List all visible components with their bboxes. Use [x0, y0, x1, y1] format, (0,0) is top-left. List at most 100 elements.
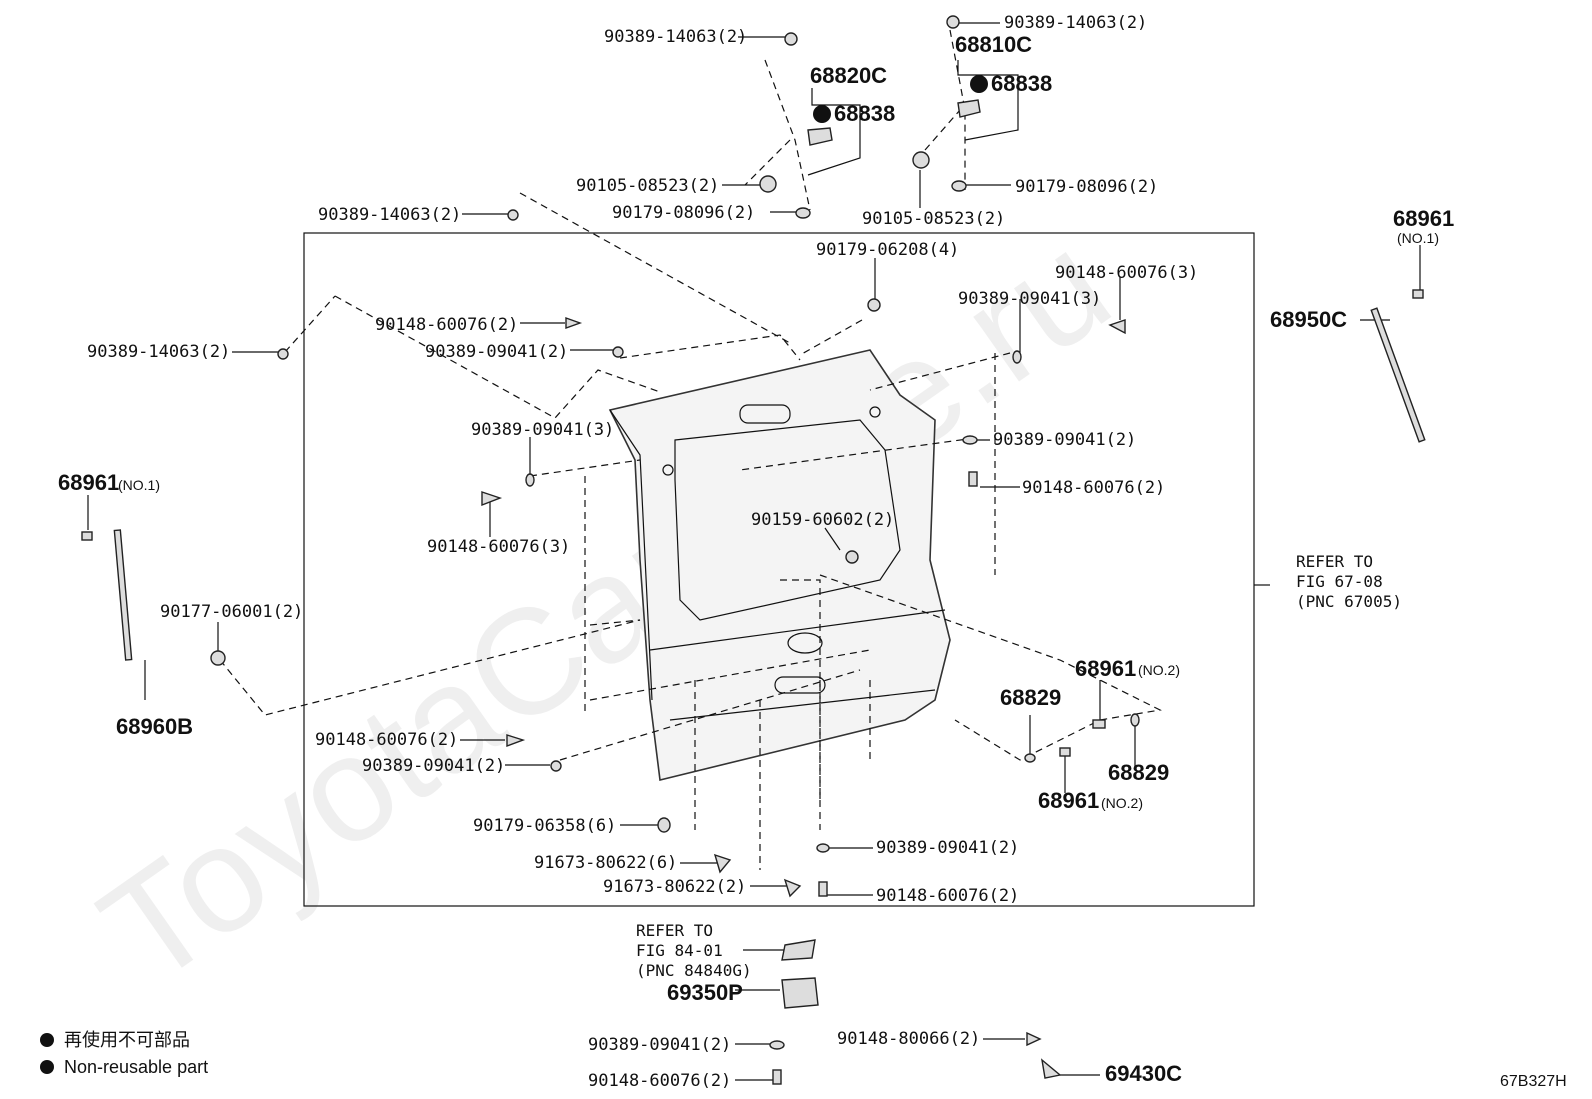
- legend-dot-icon: [40, 1033, 54, 1047]
- label-68960B: 68960B: [116, 714, 193, 739]
- label-90177-06001: 90177-06001(2): [160, 602, 303, 622]
- lock-assembly-icon: [781, 977, 819, 1009]
- refer-bottom-line-1: REFER TO: [636, 921, 713, 940]
- legend-line-japanese: 再使用不可部品: [64, 1030, 190, 1050]
- striker-icon: [1040, 1058, 1062, 1079]
- cushion-icon: [657, 817, 671, 833]
- bumper-icon: [210, 650, 226, 666]
- washer-icon: [951, 180, 967, 192]
- stud-icon: [1059, 747, 1071, 757]
- washer-icon: [525, 473, 535, 487]
- label-68961-no2-b: 68961: [1038, 788, 1099, 813]
- non-reusable-dot-icon: [970, 75, 988, 93]
- gas-strut-icon: [1370, 307, 1426, 443]
- screw-icon: [713, 853, 732, 874]
- bolt-icon: [968, 471, 978, 487]
- refer-note-right: REFER TO FIG 67-08 (PNC 67005): [1296, 552, 1402, 611]
- legend: 再使用不可部品 Non-reusable part: [64, 1030, 208, 1077]
- screw-icon: [783, 878, 802, 898]
- stud-icon: [1092, 719, 1106, 729]
- hinge-icon: [957, 99, 981, 118]
- washer-icon: [795, 207, 811, 219]
- legend-dot-icon: [40, 1060, 54, 1074]
- label-91673-80622-a: 91673-80622(6): [534, 853, 677, 873]
- nut-icon: [550, 760, 562, 772]
- label-68820C: 68820C: [810, 63, 887, 88]
- label-68950C: 68950C: [1270, 307, 1347, 332]
- label-90148-60076-g: 90148-60076(2): [588, 1071, 731, 1091]
- stud-icon: [1412, 289, 1424, 299]
- label-68829-b: 68829: [1108, 760, 1169, 785]
- leader-lines: [87, 22, 1421, 1081]
- refer-bottom-line-3: (PNC 84840G): [636, 961, 752, 980]
- label-90179-08096-b: 90179-08096(2): [1015, 177, 1158, 197]
- label-90389-09041-g: 90389-09041(2): [588, 1035, 731, 1055]
- label-90389-14063-c: 90389-14063(2): [318, 205, 461, 225]
- label-68961-no1-b: 68961: [1393, 206, 1454, 231]
- label-68810C: 68810C: [955, 32, 1032, 57]
- label-90148-60076-b: 90148-60076(2): [375, 315, 518, 335]
- washer-icon: [612, 346, 624, 358]
- washer-icon: [962, 435, 978, 445]
- label-90179-08096-a: 90179-08096(2): [612, 203, 755, 223]
- clip-icon: [845, 550, 859, 564]
- assembly-frame: [303, 232, 1255, 907]
- label-90148-80066: 90148-80066(2): [837, 1029, 980, 1049]
- cushion-icon: [1130, 713, 1140, 727]
- bolt-icon: [818, 881, 828, 897]
- nut-icon: [867, 298, 881, 312]
- label-68961-no1-a: 68961: [58, 470, 119, 495]
- label-90389-09041-a: 90389-09041(3): [958, 289, 1101, 309]
- legend-line-english: Non-reusable part: [64, 1057, 208, 1077]
- gas-strut-icon: [113, 529, 133, 661]
- label-90389-09041-e: 90389-09041(2): [362, 756, 505, 776]
- refer-right-line-2: FIG 67-08: [1296, 572, 1383, 591]
- label-90179-06208: 90179-06208(4): [816, 240, 959, 260]
- label-69430C: 69430C: [1105, 1061, 1182, 1086]
- washer-icon: [816, 843, 830, 853]
- label-90389-14063-a: 90389-14063(2): [604, 27, 747, 47]
- back-door-panel: [608, 349, 951, 781]
- label-90148-60076-a: 90148-60076(3): [1055, 263, 1198, 283]
- refer-right-line-3: (PNC 67005): [1296, 592, 1402, 611]
- label-68961-no2-a: 68961: [1075, 656, 1136, 681]
- nut-icon: [277, 348, 289, 360]
- nut-icon: [946, 15, 960, 29]
- part-labels: 90389-14063(2) 90389-14063(2) 68820C 688…: [58, 13, 1454, 1091]
- cushion-icon: [1024, 753, 1036, 763]
- bolt-head-icon: [759, 175, 777, 193]
- label-68961-no1-b-sub: (NO.1): [1397, 230, 1439, 246]
- refer-bottom-line-2: FIG 84-01: [636, 941, 723, 960]
- label-90105-08523-b: 90105-08523(2): [862, 209, 1005, 229]
- nut-icon: [784, 32, 798, 46]
- handle-switch-icon: [781, 939, 816, 961]
- label-90389-09041-f: 90389-09041(2): [876, 838, 1019, 858]
- label-90148-60076-d: 90148-60076(3): [427, 537, 570, 557]
- label-91673-80622-b: 91673-80622(2): [603, 877, 746, 897]
- hinge-icon: [807, 127, 833, 146]
- label-68829-a: 68829: [1000, 685, 1061, 710]
- washer-icon: [1012, 350, 1022, 364]
- bolt-icon: [506, 734, 526, 748]
- label-90389-09041-b: 90389-09041(2): [425, 342, 568, 362]
- refer-right-line-1: REFER TO: [1296, 552, 1373, 571]
- bolt-icon: [772, 1069, 782, 1085]
- bolt-icon: [565, 317, 583, 329]
- stud-icon: [81, 531, 93, 541]
- label-68838-a: 68838: [834, 101, 895, 126]
- label-90105-08523-a: 90105-08523(2): [576, 176, 719, 196]
- label-68961-no2-a-sub: (NO.2): [1138, 662, 1180, 678]
- figure-code: 67B327H: [1500, 1073, 1567, 1090]
- label-90148-60076-c: 90148-60076(2): [1022, 478, 1165, 498]
- label-90389-09041-d: 90389-09041(2): [993, 430, 1136, 450]
- label-90148-60076-e: 90148-60076(2): [315, 730, 458, 750]
- label-68838-b: 68838: [991, 71, 1052, 96]
- screw-icon: [1026, 1031, 1042, 1047]
- label-90389-14063-d: 90389-14063(2): [87, 342, 230, 362]
- label-90148-60076-f: 90148-60076(2): [876, 886, 1019, 906]
- non-reusable-dot-icon: [813, 105, 831, 123]
- bolt-icon: [1108, 319, 1126, 335]
- nut-icon: [507, 209, 519, 221]
- label-90389-14063-b: 90389-14063(2): [1004, 13, 1147, 33]
